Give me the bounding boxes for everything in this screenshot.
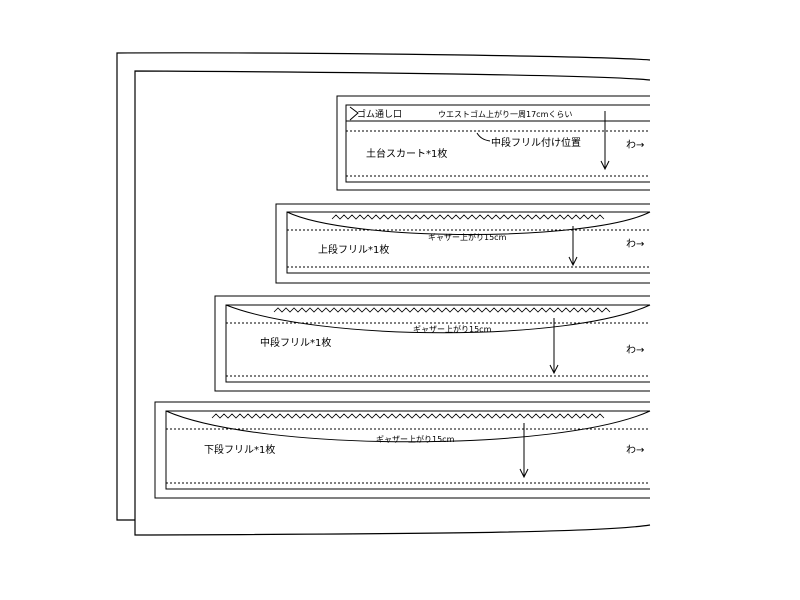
middle-frill-grain-arrowhead [549,364,559,375]
middle-frill-fold-label: わ→ [626,344,644,356]
middle-frill-gather-label: ギャザー上がり15cm [413,324,492,334]
lower-frill-grain-arrowhead [519,468,529,479]
fabric-back-sheet [116,52,651,521]
upper-frill-gather-curve [286,211,651,235]
lower-frill-outer-outline [154,401,650,499]
lower-frill-fold-label: わ→ [626,444,644,456]
middle-frill-gather-wave [273,307,611,313]
lower-frill-gather-curve [165,410,651,443]
upper-frill-gather-wave [331,214,605,220]
middle-frill-label: 中段フリル*1枚 [260,336,331,349]
middle-frill-gather-curve [225,304,651,334]
base-skirt-inner-outline [345,104,650,183]
middle-frill-inner-outline [225,304,650,383]
lower-frill-label: 下段フリル*1枚 [204,443,275,456]
elastic-opening-marker [349,106,359,121]
base-skirt-grain-arrowhead [600,160,610,171]
fabric-front-sheet [134,70,651,536]
frill-position-leader [476,132,491,142]
piece-base-skirt: ゴム通し口 ウエストゴム上がり一周17cmくらい 中段フリル付け位置 土台スカー… [336,95,650,191]
upper-frill-fold-label: わ→ [626,238,644,250]
piece-lower-frill: ギャザー上がり15cm 下段フリル*1枚 わ→ [154,401,651,499]
lower-frill-gather-wave [211,413,605,419]
middle-frill-outer-outline [214,295,650,392]
upper-frill-gather-label: ギャザー上がり15cm [428,232,507,242]
base-skirt-outer-outline [336,95,650,191]
lower-frill-inner-outline [165,410,650,490]
elastic-opening-label: ゴム通し口 [357,108,402,120]
upper-frill-grain-arrowhead [568,256,578,267]
base-skirt-label: 土台スカート*1枚 [366,147,447,160]
upper-frill-label: 上段フリル*1枚 [318,243,389,256]
piece-middle-frill: ギャザー上がり15cm 中段フリル*1枚 わ→ [214,295,651,392]
upper-frill-outer-outline [275,203,650,284]
waist-note-label: ウエストゴム上がり一周17cmくらい [438,109,572,119]
base-skirt-fold-label: わ→ [626,139,644,151]
piece-upper-frill: ギャザー上がり15cm 上段フリル*1枚 わ→ [275,203,651,284]
upper-frill-inner-outline [286,211,650,274]
lower-frill-gather-label: ギャザー上がり15cm [376,434,455,444]
frill-position-label: 中段フリル付け位置 [491,136,581,149]
